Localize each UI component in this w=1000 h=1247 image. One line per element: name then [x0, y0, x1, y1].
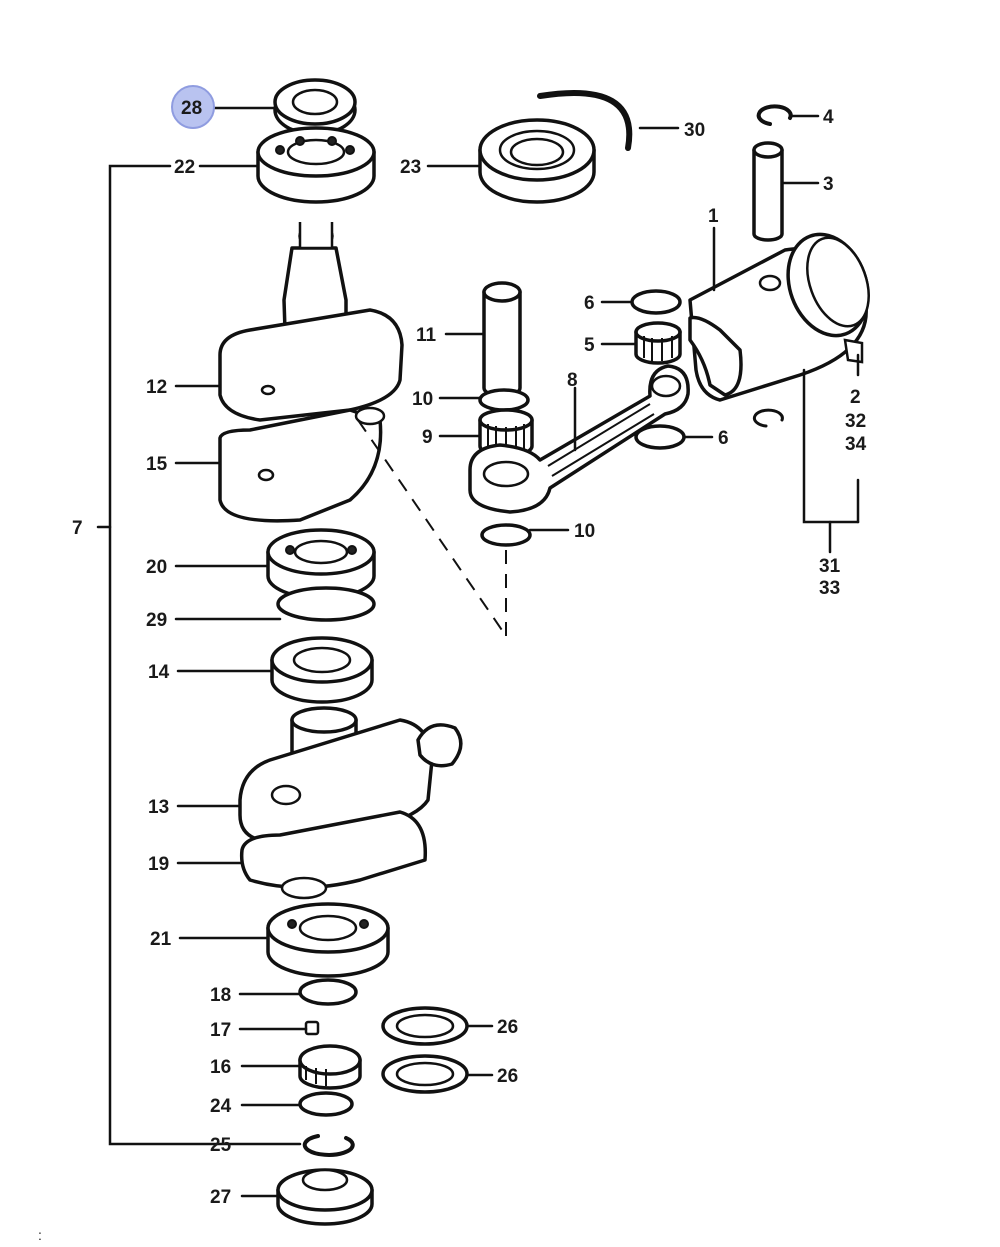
part-21-bearing[interactable]	[266, 902, 390, 978]
part-27-seal[interactable]	[276, 1168, 374, 1226]
callout-4[interactable]: 4	[823, 107, 834, 128]
callout-6-upper[interactable]: 6	[584, 293, 595, 314]
callout-16[interactable]: 16	[210, 1057, 231, 1078]
callout-13[interactable]: 13	[148, 797, 169, 818]
callout-21[interactable]: 21	[150, 929, 172, 950]
part-25-circlip[interactable]	[302, 1134, 355, 1157]
callout-26-upper[interactable]: 26	[497, 1017, 518, 1038]
part-29-shim[interactable]	[276, 586, 376, 622]
part-6-washer-upper[interactable]	[630, 289, 682, 315]
callout-25[interactable]: 25	[210, 1135, 232, 1156]
callout-8[interactable]: 8	[567, 370, 578, 391]
part-14-oil-seal[interactable]	[270, 636, 374, 704]
callout-12[interactable]: 12	[146, 377, 167, 398]
callout-10-upper[interactable]: 10	[412, 389, 433, 410]
part-10-thrust-washer-upper[interactable]	[478, 388, 530, 412]
leader-lines	[174, 106, 820, 1198]
part-20-bearing[interactable]	[266, 528, 376, 600]
callout-19[interactable]: 19	[148, 854, 169, 875]
callout-24[interactable]: 24	[210, 1096, 232, 1117]
callout-20[interactable]: 20	[146, 557, 167, 578]
footnote-mark: :	[38, 1227, 42, 1243]
part-30-circlip[interactable]	[537, 90, 633, 151]
part-16-gear[interactable]	[298, 1044, 362, 1090]
callout-28-highlight	[171, 85, 215, 129]
part-8-connecting-rod[interactable]	[468, 364, 690, 514]
part-23-oil-seal[interactable]	[478, 118, 596, 204]
callout-17[interactable]: 17	[210, 1020, 231, 1041]
callout-33[interactable]: 33	[819, 578, 840, 599]
callout-31[interactable]: 31	[819, 556, 841, 577]
callout-29[interactable]: 29	[146, 610, 167, 631]
callout-22[interactable]: 22	[174, 157, 195, 178]
part-12-15-upper-crank-web[interactable]	[218, 222, 404, 523]
part-13-19-lower-crank-web[interactable]	[238, 706, 463, 900]
callout-3[interactable]: 3	[823, 174, 834, 195]
part-5-small-end-bearing[interactable]	[634, 321, 682, 365]
part-18-ring[interactable]	[298, 978, 358, 1006]
part-1-piston[interactable]	[688, 223, 881, 402]
part-10-thrust-washer-lower[interactable]	[480, 523, 532, 547]
callout-6-lower[interactable]: 6	[718, 428, 729, 449]
callout-23[interactable]: 23	[400, 157, 421, 178]
callout-1[interactable]: 1	[708, 206, 719, 227]
callout-18[interactable]: 18	[210, 985, 231, 1006]
alignment-lines	[357, 353, 860, 637]
callout-2[interactable]: 2	[850, 387, 861, 408]
part-26-washer-upper[interactable]	[381, 1006, 469, 1046]
callout-5[interactable]: 5	[584, 335, 595, 356]
callout-11[interactable]: 11	[416, 325, 437, 346]
callout-30[interactable]: 30	[684, 120, 705, 141]
part-28-oil-seal[interactable]	[273, 78, 357, 136]
callout-34[interactable]: 34	[845, 434, 867, 455]
part-6-washer-lower[interactable]	[634, 424, 686, 450]
part-4-piston-pin-clip[interactable]	[756, 104, 793, 126]
part-11-crank-pin[interactable]	[482, 281, 522, 398]
callout-28[interactable]: 28	[181, 98, 202, 119]
callout-7[interactable]: 7	[72, 518, 83, 539]
callout-10-lower[interactable]: 10	[574, 521, 595, 542]
callout-labels: 28 22 23 30 4 3 1 11 6 5 8 12 10 9 6 15 …	[38, 98, 867, 1243]
callout-32[interactable]: 32	[845, 411, 866, 432]
callout-14[interactable]: 14	[148, 662, 170, 683]
part-26-washer-lower[interactable]	[381, 1054, 469, 1094]
callout-9[interactable]: 9	[422, 427, 433, 448]
piston-pin-clip-lower	[752, 408, 784, 428]
callout-15[interactable]: 15	[146, 454, 168, 475]
callout-27[interactable]: 27	[210, 1187, 231, 1208]
callout-26-lower[interactable]: 26	[497, 1066, 518, 1087]
part-24-washer[interactable]	[298, 1091, 354, 1117]
group-7-bracket	[96, 164, 302, 1146]
part-22-bearing[interactable]	[256, 126, 376, 204]
part-17-key[interactable]	[304, 1020, 320, 1036]
part-3-piston-pin[interactable]	[752, 141, 784, 242]
